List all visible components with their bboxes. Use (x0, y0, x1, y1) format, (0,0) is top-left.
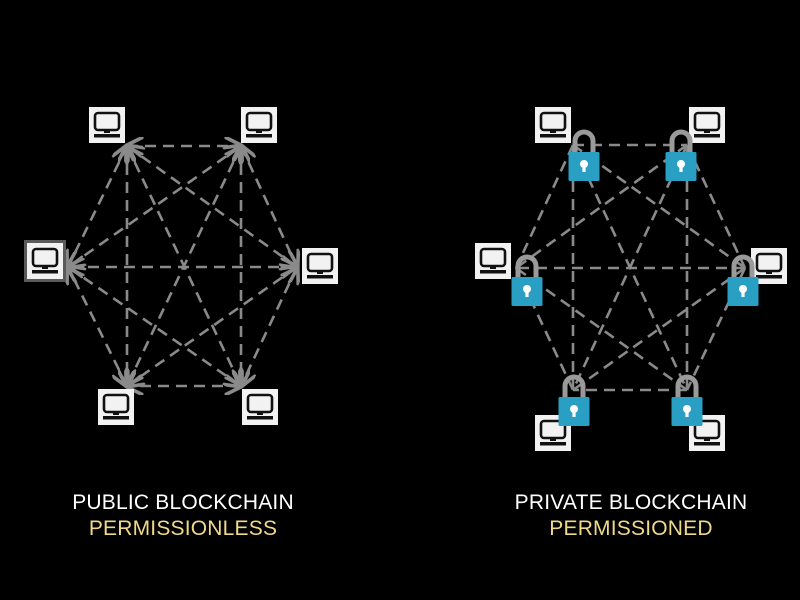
padlock-icon (671, 374, 703, 426)
public-connection (68, 146, 127, 267)
computer-icon (689, 107, 725, 143)
padlock-icon (558, 374, 590, 426)
computer-icon (242, 389, 278, 425)
computer-icon (475, 243, 511, 279)
computer-icon (535, 107, 571, 143)
computer-icon (302, 248, 338, 284)
private-connection (515, 143, 688, 270)
public-blockchain-subtitle: PERMISSIONLESS (88, 517, 278, 540)
public-connection (127, 146, 297, 267)
private-connection (685, 144, 747, 269)
public-blockchain-title: PUBLIC BLOCKCHAIN (72, 491, 294, 514)
computer-icon (98, 389, 134, 425)
private-network-graph (475, 107, 787, 451)
private-blockchain-subtitle: PERMISSIONED (549, 517, 713, 540)
computer-icon (751, 248, 787, 284)
public-connection (241, 267, 297, 386)
padlock-icon (665, 129, 697, 181)
padlock-icon (511, 254, 543, 306)
computer-icon (241, 107, 277, 143)
public-connection (68, 146, 241, 267)
public-connection (241, 146, 297, 267)
padlock-icon (568, 129, 600, 181)
public-network-graph (24, 107, 338, 425)
private-connection (514, 144, 575, 269)
computer-icon (89, 107, 125, 143)
private-blockchain-caption: PRIVATE BLOCKCHAIN PERMISSIONED (471, 490, 791, 542)
padlock-icon (727, 254, 759, 306)
public-blockchain-caption: PUBLIC BLOCKCHAIN PERMISSIONLESS (23, 490, 343, 542)
private-blockchain-title: PRIVATE BLOCKCHAIN (514, 491, 748, 514)
public-connection (68, 267, 127, 386)
computer-icon (24, 240, 66, 282)
